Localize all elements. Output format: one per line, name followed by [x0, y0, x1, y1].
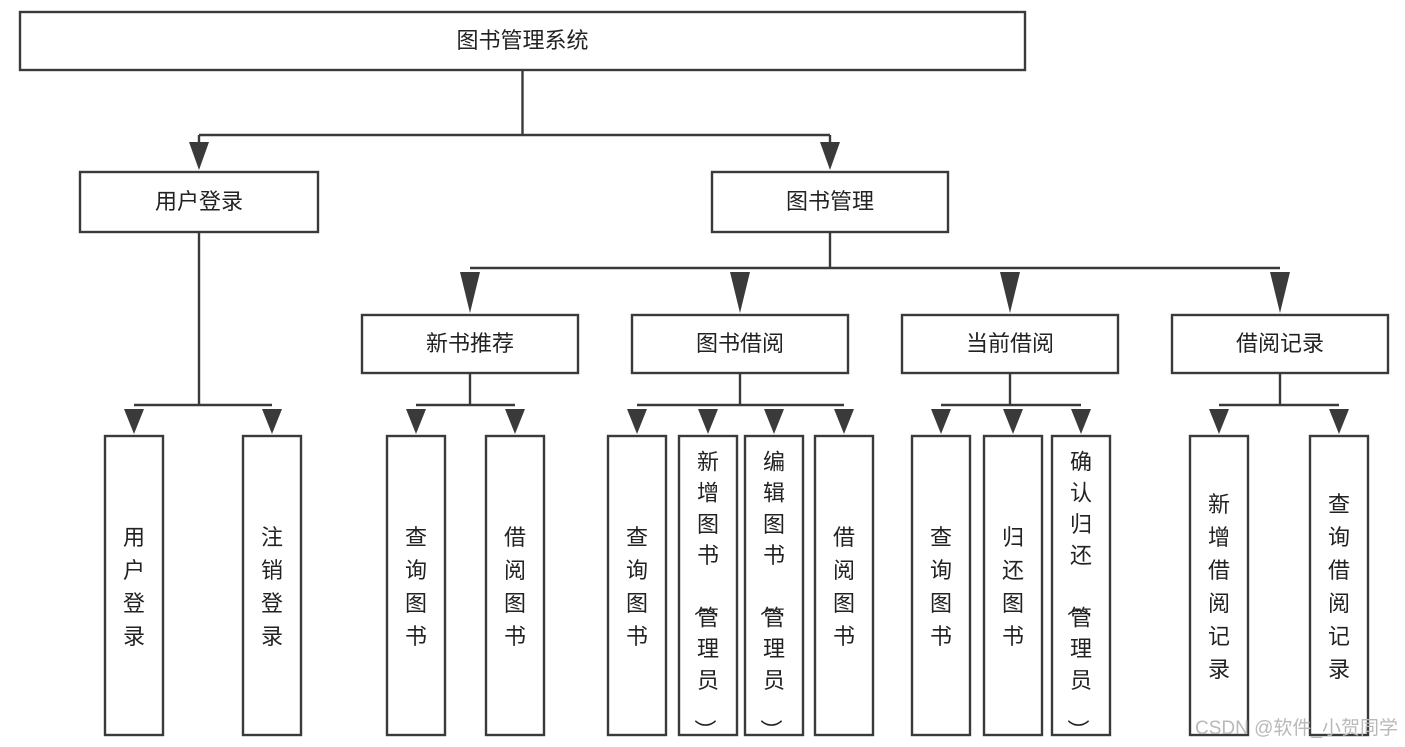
- node-leaf-query-book-1-box[interactable]: [385, 434, 447, 737]
- node-leaf-return-book[interactable]: 归还图书: [982, 434, 1044, 737]
- node-leaf-user-login-label: 用户登录: [123, 525, 145, 649]
- arrow-icon-book-borrow-leaf-4: [834, 409, 854, 434]
- node-leaf-edit-book-box[interactable]: [743, 434, 805, 737]
- arrow-icon-root-to-book-manage: [820, 142, 840, 170]
- node-leaf-query-record-box[interactable]: [1308, 434, 1370, 737]
- node-leaf-user-login-box[interactable]: [103, 434, 165, 737]
- node-leaf-add-record-box[interactable]: [1188, 434, 1250, 737]
- node-leaf-query-book-2[interactable]: 查询图书: [606, 434, 668, 737]
- node-current-borrow[interactable]: 当前借阅: [900, 313, 1120, 375]
- node-leaf-borrow-book-2-box[interactable]: [813, 434, 875, 737]
- node-leaf-borrow-book-2[interactable]: 借阅图书: [813, 434, 875, 737]
- node-leaf-borrow-book-1[interactable]: 借阅图书: [484, 434, 546, 737]
- arrow-icon-book-borrow-leaf-1: [627, 409, 647, 434]
- node-leaf-add-book[interactable]: 新增图书（管理员）: [677, 434, 739, 741]
- node-leaf-borrow-book-1-label: 借阅图书: [504, 525, 526, 649]
- arrow-icon-to-borrow-record: [1270, 272, 1290, 313]
- node-leaf-add-record[interactable]: 新增借阅记录: [1188, 434, 1250, 737]
- node-leaf-return-book-box[interactable]: [982, 434, 1044, 737]
- arrow-icon-current-borrow-leaf-1: [931, 409, 951, 434]
- node-leaf-query-book-2-label: 查询图书: [626, 525, 648, 649]
- arrow-icon-user-login-leaf-1: [124, 409, 144, 434]
- connector-group-current-borrow: [931, 373, 1091, 434]
- csdn-watermark: CSDN @软件_小贺同学: [1195, 717, 1398, 739]
- node-leaf-user-login[interactable]: 用户登录: [103, 434, 165, 737]
- arrow-icon-current-borrow-leaf-2: [1003, 409, 1023, 434]
- node-book-manage-label: 图书管理: [786, 189, 874, 214]
- node-book-manage-box[interactable]: [710, 170, 950, 234]
- node-new-book-recommend[interactable]: 新书推荐: [360, 313, 580, 375]
- arrow-icon-to-book-borrow: [730, 272, 750, 313]
- node-new-book-recommend-label: 新书推荐: [426, 331, 514, 356]
- node-leaf-query-book-1-label: 查询图书: [405, 525, 427, 649]
- node-leaf-query-book-2-box[interactable]: [606, 434, 668, 737]
- node-root-box[interactable]: [18, 10, 1027, 72]
- node-leaf-return-book-label: 归还图书: [1002, 525, 1024, 649]
- connector-group-borrow-record: [1209, 373, 1349, 434]
- arrow-icon-to-current-borrow: [1000, 272, 1020, 313]
- arrow-icon-borrow-record-leaf-2: [1329, 409, 1349, 434]
- node-new-book-recommend-box[interactable]: [360, 313, 580, 375]
- connector-group-book-manage: [460, 232, 1290, 313]
- node-leaf-logout-label: 注销登录: [261, 525, 283, 649]
- node-leaf-query-book-3[interactable]: 查询图书: [910, 434, 972, 737]
- arrow-icon-new-book-leaf-1: [406, 409, 426, 434]
- arrow-icon-book-borrow-leaf-2: [698, 409, 718, 434]
- arrow-icon-current-borrow-leaf-3: [1071, 409, 1091, 434]
- node-leaf-add-book-box[interactable]: [677, 434, 739, 737]
- node-leaf-query-record[interactable]: 查询借阅记录: [1308, 434, 1370, 737]
- node-borrow-record-label: 借阅记录: [1236, 331, 1324, 356]
- node-leaf-edit-book[interactable]: 编辑图书（管理员）: [743, 434, 805, 741]
- node-book-borrow[interactable]: 图书借阅: [630, 313, 850, 375]
- node-user-login-label: 用户登录: [155, 189, 243, 214]
- connector-group-root: [189, 70, 840, 170]
- connector-group-user-login: [124, 232, 282, 434]
- node-leaf-borrow-book-2-label: 借阅图书: [833, 525, 855, 649]
- arrow-icon-to-new-book-recommend: [460, 272, 480, 313]
- connector-group-book-borrow: [627, 373, 854, 434]
- node-leaf-confirm-return[interactable]: 确认归还（管理员）: [1050, 434, 1112, 741]
- node-leaf-logout-box[interactable]: [241, 434, 303, 737]
- node-leaf-confirm-return-box[interactable]: [1050, 434, 1112, 737]
- node-leaf-query-book-1[interactable]: 查询图书: [385, 434, 447, 737]
- node-borrow-record[interactable]: 借阅记录: [1170, 313, 1390, 375]
- connector-group-new-book-recommend: [406, 373, 525, 434]
- node-book-borrow-label: 图书借阅: [696, 331, 784, 356]
- node-user-login-box[interactable]: [78, 170, 320, 234]
- node-leaf-add-book-label: 新增图书（管理员）: [692, 449, 719, 741]
- arrow-icon-borrow-record-leaf-1: [1209, 409, 1229, 434]
- node-user-login[interactable]: 用户登录: [78, 170, 320, 234]
- node-leaf-add-record-label: 新增借阅记录: [1208, 492, 1230, 682]
- arrow-icon-book-borrow-leaf-3: [764, 409, 784, 434]
- node-leaf-borrow-book-1-box[interactable]: [484, 434, 546, 737]
- node-leaf-logout[interactable]: 注销登录: [241, 434, 303, 737]
- arrow-icon-root-to-user-login: [189, 142, 209, 170]
- node-current-borrow-box[interactable]: [900, 313, 1120, 375]
- node-book-borrow-box[interactable]: [630, 313, 850, 375]
- node-current-borrow-label: 当前借阅: [966, 331, 1054, 356]
- node-book-manage[interactable]: 图书管理: [710, 170, 950, 234]
- node-leaf-query-book-3-label: 查询图书: [930, 525, 952, 649]
- node-root-label: 图书管理系统: [456, 28, 588, 53]
- node-leaf-query-book-3-box[interactable]: [910, 434, 972, 737]
- node-borrow-record-box[interactable]: [1170, 313, 1390, 375]
- node-leaf-query-record-label: 查询借阅记录: [1328, 492, 1350, 682]
- arrow-icon-new-book-leaf-2: [505, 409, 525, 434]
- arrow-icon-user-login-leaf-2: [262, 409, 282, 434]
- node-root[interactable]: 图书管理系统: [18, 10, 1027, 72]
- node-leaf-edit-book-label: 编辑图书（管理员）: [758, 449, 785, 741]
- node-leaf-confirm-return-label: 确认归还（管理员）: [1065, 449, 1092, 741]
